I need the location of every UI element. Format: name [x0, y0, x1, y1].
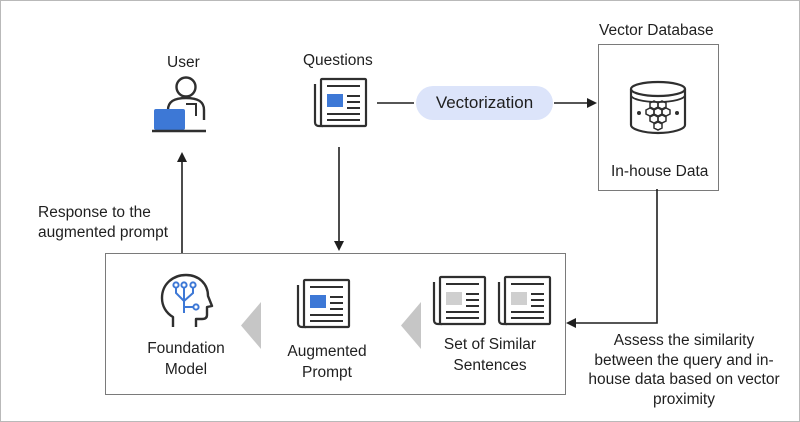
similar-sentence-document-icon	[432, 275, 487, 326]
user-label: User	[167, 54, 200, 71]
questions-document-icon	[313, 77, 368, 128]
user-at-laptop-icon	[152, 76, 206, 133]
vectorization-label: Vectorization	[435, 93, 534, 112]
assess-line-2: between the query and in-	[594, 351, 774, 369]
augmented-prompt-line-2: Prompt	[302, 364, 352, 381]
database-cylinder-icon	[629, 80, 687, 135]
assess-line-3: house data based on vector	[588, 371, 780, 388]
vectorization-pill: Vectorization	[416, 86, 553, 120]
flow-chevron-right	[401, 302, 421, 349]
similar-sentence-document-icon	[497, 275, 552, 326]
similar-sentences-line-1: Set of Similar	[443, 336, 537, 353]
similar-sentences-line-2: Sentences	[453, 357, 527, 374]
assess-line-1: Assess the similarity	[613, 332, 755, 349]
vector-database-title: Vector Database	[599, 22, 714, 39]
brain-head-icon	[160, 273, 214, 327]
response-line-2: augmented prompt	[38, 224, 169, 241]
foundation-model-line-2: Model	[164, 361, 208, 378]
assess-similarity-label: Assess the similarity between the query …	[576, 331, 792, 409]
arrow-database-to-pipeline	[566, 189, 658, 328]
foundation-model-line-1: Foundation	[147, 340, 225, 357]
augmented-prompt-line-1: Augmented	[287, 343, 367, 360]
response-line-1: Response to the	[38, 204, 151, 221]
assess-line-4: proximity	[652, 390, 715, 408]
questions-label: Questions	[303, 52, 373, 69]
foundation-model-label: Foundation Model	[141, 338, 231, 380]
similar-sentences-label: Set of Similar Sentences	[431, 334, 549, 376]
augmented-prompt-document-icon	[296, 278, 351, 329]
response-label: Response to the augmented prompt	[38, 203, 168, 243]
in-house-data-label: In-house Data	[611, 163, 709, 180]
flow-chevron-left	[241, 302, 261, 349]
augmented-prompt-label: Augmented Prompt	[277, 341, 377, 383]
